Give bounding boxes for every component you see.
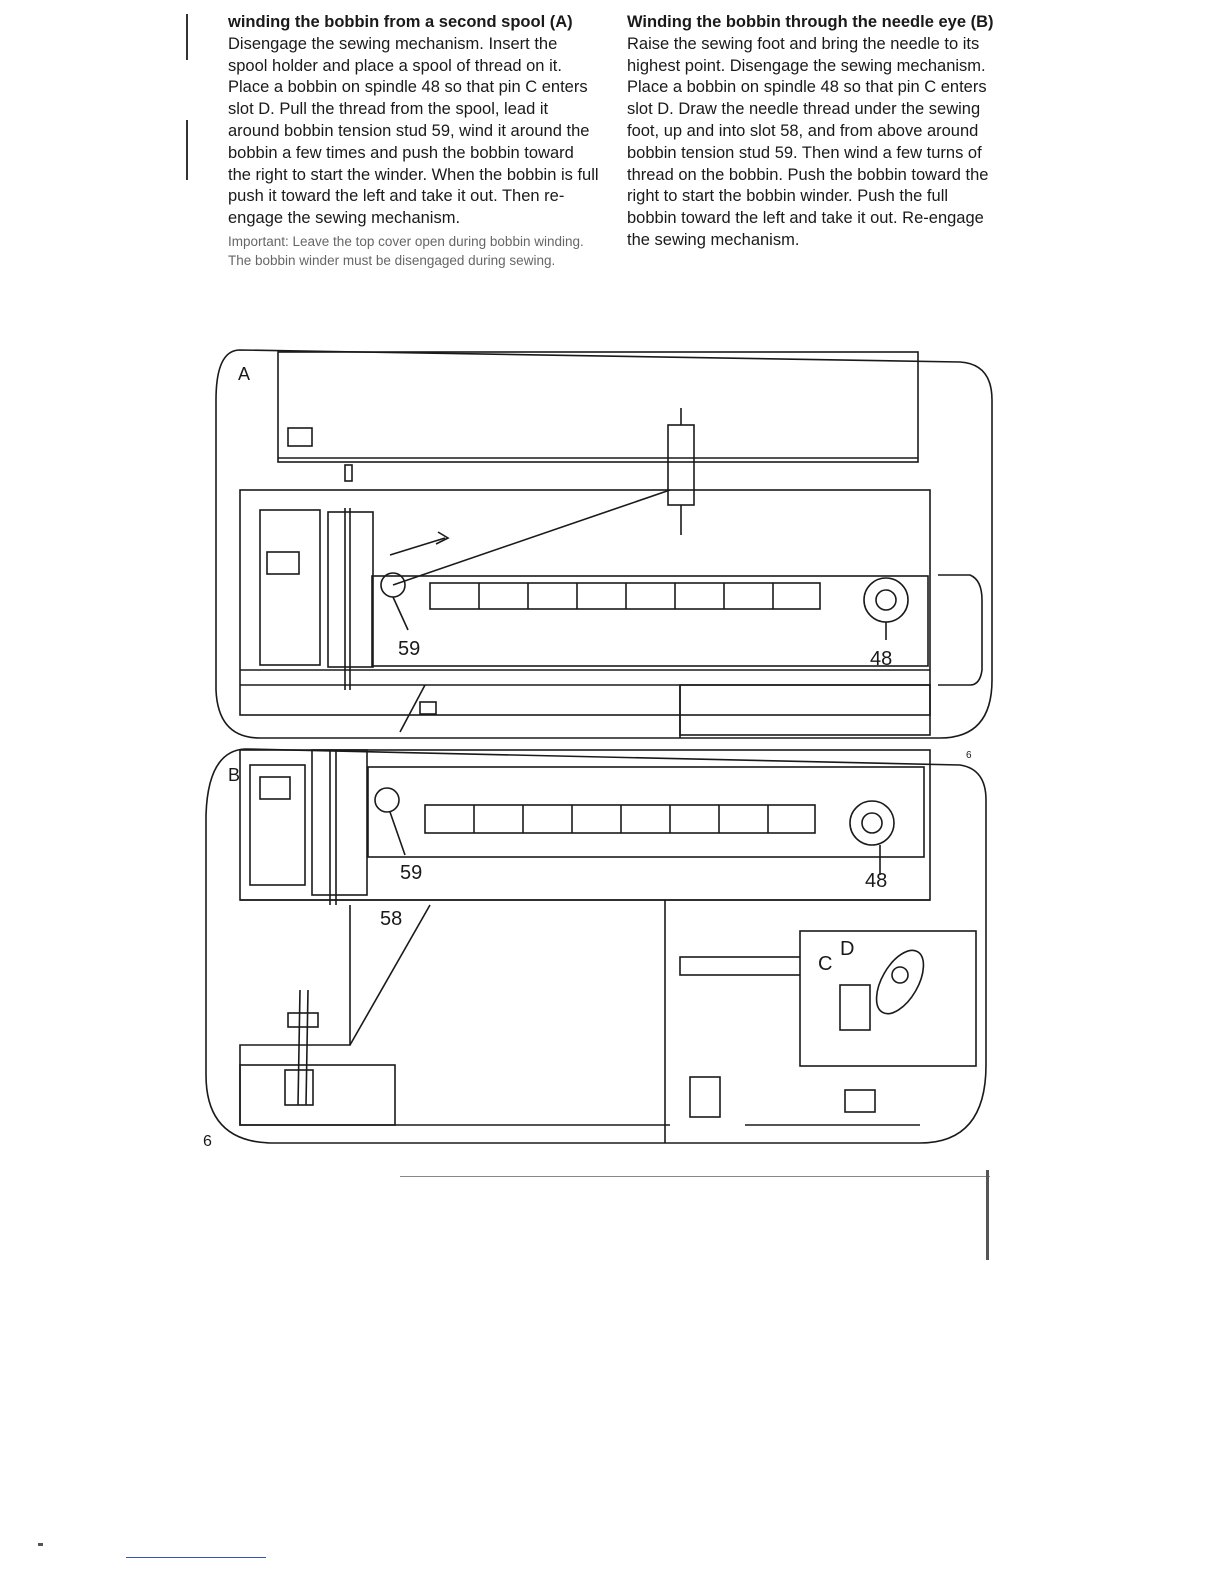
label-59: 59	[400, 862, 422, 884]
page-number: 6	[203, 1133, 212, 1150]
small-page-mark: 6	[966, 750, 972, 761]
section-heading-b: Winding the bobbin through the needle ey…	[627, 13, 994, 31]
figure-b-letter: B	[228, 765, 240, 785]
section-heading-a: winding the bobbin from a second spool (…	[228, 13, 573, 31]
edge-mark	[186, 120, 188, 180]
bottom-rule	[400, 1176, 990, 1177]
label-c: C	[818, 953, 832, 975]
figure-a-diagram: A 59 48	[215, 349, 993, 739]
label-48: 48	[865, 870, 887, 892]
right-column: Winding the bobbin through the needle ey…	[627, 12, 999, 252]
label-58: 58	[380, 908, 402, 930]
edge-scan-mark	[986, 1170, 989, 1260]
label-48: 48	[870, 648, 892, 670]
stray-mark	[38, 1543, 43, 1546]
figure-b-diagram: B 59 48 58 C D	[205, 748, 987, 1144]
corner-line	[126, 1557, 266, 1558]
left-column: winding the bobbin from a second spool (…	[228, 12, 600, 270]
important-note: Important: Leave the top cover open duri…	[228, 233, 584, 268]
edge-mark	[186, 14, 188, 60]
section-body-a: Disengage the sewing mechanism. Insert t…	[228, 34, 599, 228]
section-body-b: Raise the sewing foot and bring the need…	[627, 34, 989, 249]
figure-a-letter: A	[238, 364, 250, 384]
label-d: D	[840, 938, 854, 960]
label-59: 59	[398, 638, 420, 660]
